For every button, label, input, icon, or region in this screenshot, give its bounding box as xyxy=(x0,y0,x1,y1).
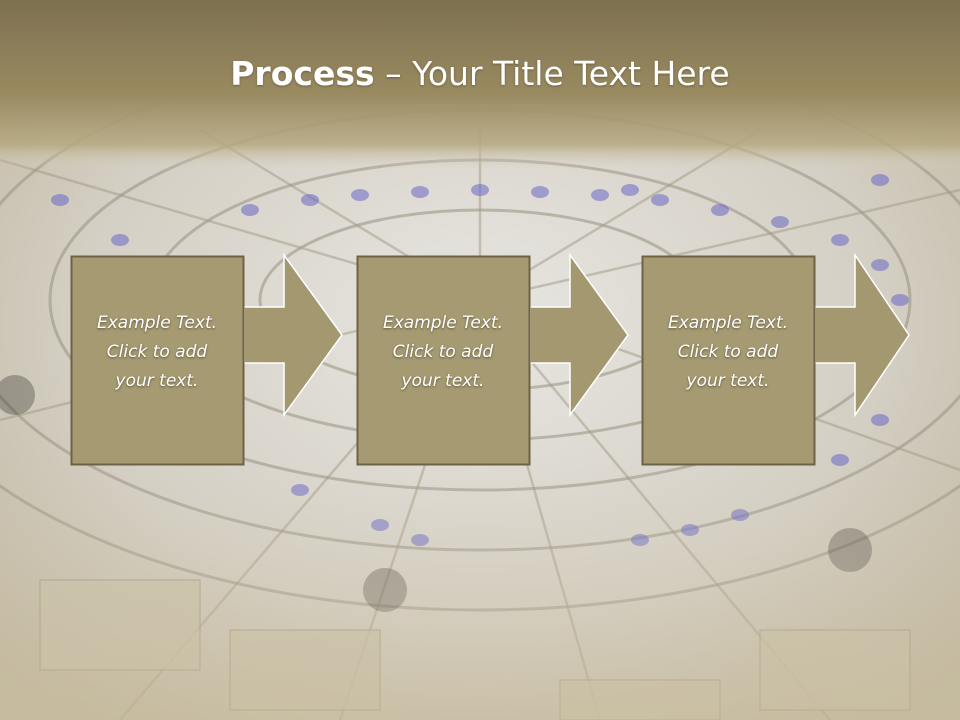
step-1-text[interactable]: Example Text. Click to add your text. xyxy=(70,309,244,396)
step-2-arrow-shape xyxy=(356,252,629,466)
step-2-text[interactable]: Example Text. Click to add your text. xyxy=(356,309,530,396)
step-text-line: your text. xyxy=(401,371,485,391)
step-text-line: Example Text. xyxy=(96,313,218,333)
step-text-line: Click to add xyxy=(677,342,779,362)
step-text-line: Example Text. xyxy=(667,313,789,333)
step-text-line: Example Text. xyxy=(382,313,504,333)
step-1-arrow-shape xyxy=(70,252,343,466)
process-step-3[interactable]: Example Text. Click to add your text. xyxy=(641,252,913,469)
step-3-text[interactable]: Example Text. Click to add your text. xyxy=(641,309,815,396)
step-3-arrow-shape xyxy=(641,252,910,466)
slide-title[interactable]: Process – Your Title Text Here xyxy=(0,52,960,96)
title-rest: – Your Title Text Here xyxy=(374,54,730,93)
process-step-2[interactable]: Example Text. Click to add your text. xyxy=(356,252,629,469)
step-text-line: your text. xyxy=(115,371,199,391)
step-text-line: Click to add xyxy=(392,342,494,362)
step-text-line: Click to add xyxy=(106,342,208,362)
step-text-line: your text. xyxy=(686,371,770,391)
title-bold: Process xyxy=(230,54,375,93)
process-step-1[interactable]: Example Text. Click to add your text. xyxy=(70,252,343,469)
